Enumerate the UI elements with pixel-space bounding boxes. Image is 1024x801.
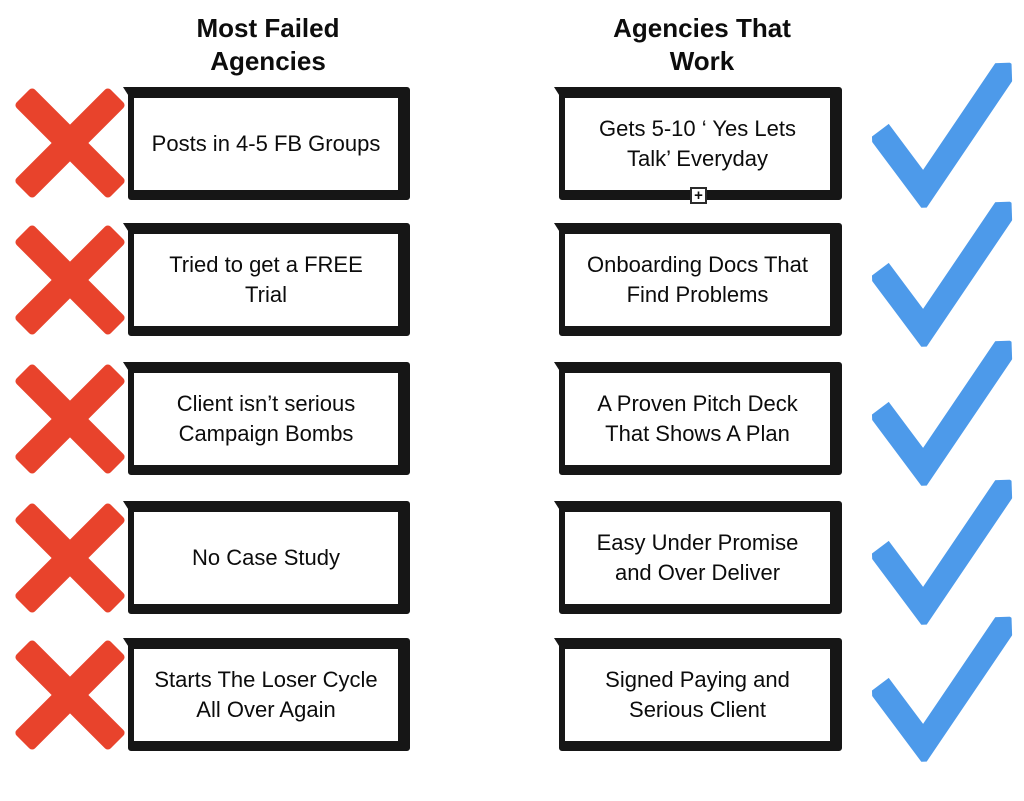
failed-item-box: Client isn’t serious Campaign Bombs — [123, 362, 410, 475]
plus-resize-handle[interactable]: + — [690, 187, 707, 204]
blue-check-icon — [869, 610, 1021, 766]
failed-item-label: Client isn’t serious Campaign Bombs — [176, 391, 356, 446]
red-cross-icon — [13, 362, 127, 476]
work-item-box: Easy Under Promise and Over Deliver — [554, 501, 842, 614]
check-stroke — [869, 195, 1021, 351]
failed-item-box: Tried to get a FREE Trial — [123, 223, 410, 336]
work-item-box: Gets 5-10 ‘ Yes Lets Talk’ Everyday — [554, 87, 842, 200]
work-item-label: Gets 5-10 ‘ Yes Lets Talk’ Everyday — [599, 116, 796, 171]
red-cross-icon — [13, 501, 127, 615]
failed-item-box: Starts The Loser Cycle All Over Again — [123, 638, 410, 751]
blue-check-icon — [869, 473, 1021, 629]
red-cross-icon — [13, 638, 127, 752]
work-item-label: Signed Paying and Serious Client — [605, 667, 790, 722]
column-title-work: Agencies That Work — [613, 13, 791, 76]
work-item-label: Onboarding Docs That Find Problems — [587, 252, 808, 307]
work-item-box: A Proven Pitch Deck That Shows A Plan — [554, 362, 842, 475]
blue-check-icon — [869, 334, 1021, 490]
failed-item-label: No Case Study — [192, 545, 340, 571]
failed-item-label: Starts The Loser Cycle All Over Again — [154, 667, 378, 722]
check-stroke — [869, 473, 1021, 629]
blue-check-icon — [869, 195, 1021, 351]
work-item-label: Easy Under Promise and Over Deliver — [596, 530, 799, 585]
red-cross-icon — [13, 86, 127, 200]
failed-item-box: No Case Study — [123, 501, 410, 614]
blue-check-icon — [869, 56, 1021, 212]
failed-item-box: Posts in 4-5 FB Groups — [123, 87, 410, 200]
check-stroke — [869, 56, 1021, 212]
check-stroke — [869, 334, 1021, 490]
work-item-box: Signed Paying and Serious Client — [554, 638, 842, 751]
column-title-failed: Most Failed Agencies — [196, 13, 340, 76]
check-stroke — [869, 610, 1021, 766]
failed-item-label: Tried to get a FREE Trial — [169, 252, 363, 307]
plus-icon: + — [694, 187, 703, 204]
work-item-label: A Proven Pitch Deck That Shows A Plan — [597, 391, 798, 446]
red-cross-icon — [13, 223, 127, 337]
failed-item-label: Posts in 4-5 FB Groups — [151, 131, 381, 157]
work-item-box: Onboarding Docs That Find Problems — [554, 223, 842, 336]
